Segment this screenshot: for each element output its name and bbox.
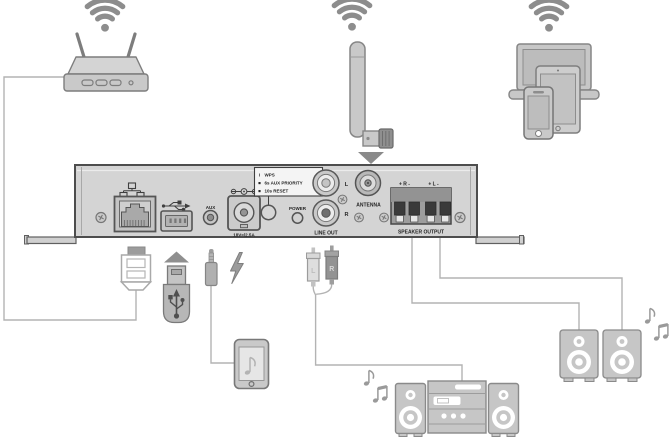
ethernet-plug-icon [119, 246, 153, 291]
phone-speaker [533, 91, 544, 94]
rca-plug-right: R [324, 245, 339, 285]
amplifier-panel: AUX 18V=/2.5A I WPS ■ 6s AUX PRIORITY [24, 164, 525, 245]
phone-home-button [535, 130, 542, 137]
wifi-icon [334, 0, 369, 31]
router-icon [63, 32, 149, 92]
screw-icon [95, 211, 107, 224]
mounting-flange-left [26, 236, 77, 245]
stereo-button [450, 413, 457, 419]
terminal-right-label: + R - [399, 182, 410, 188]
antenna-connector [354, 169, 382, 197]
rca-cable-curve-left [312, 286, 317, 296]
screw-icon [379, 212, 389, 223]
down-arrow-icon [358, 152, 384, 164]
terminal-left-label: + L - [428, 182, 439, 188]
music-note-icon [244, 356, 256, 375]
line-out-right-jack [312, 199, 340, 227]
button-row-text: WPS [265, 173, 275, 178]
antenna-label: ANTENNA [356, 203, 381, 209]
wifi-icon [87, 0, 122, 32]
line-out-left-label: L [345, 182, 349, 188]
usb-symbol-icon [168, 289, 185, 319]
power-led-label: POWER [289, 206, 307, 211]
rca-cable [314, 294, 463, 382]
usb-port [160, 210, 193, 232]
wps-reset-button [260, 204, 277, 221]
music-notes-icon [361, 368, 390, 405]
rca-cable-curve-right [316, 284, 333, 295]
line-out-label: LINE OUT [314, 231, 337, 237]
speaker-output-label: SPEAKER OUTPUT [398, 230, 444, 236]
router-antenna-right [126, 32, 137, 59]
music-notes-icon [642, 306, 671, 343]
speaker-wire-right [439, 238, 623, 331]
dc-input-jack [227, 195, 261, 231]
button-row-symbol: I [259, 173, 260, 178]
line-out-left-jack [312, 169, 340, 197]
terminal-sockets [394, 201, 451, 223]
music-phone-icon [233, 338, 270, 390]
dc-polarity-icon [230, 188, 258, 195]
client-devices-group [508, 43, 600, 140]
button-info-box: I WPS ■ 6s AUX PRIORITY ■ 10s RESET [253, 166, 324, 206]
speaker-terminal-block [390, 187, 452, 225]
ethernet-cable [3, 76, 137, 321]
phone-home-button [248, 381, 255, 388]
usb-drive-icon [162, 251, 191, 324]
router-antenna-left [75, 32, 86, 59]
rca-plug-left: L [306, 247, 321, 287]
power-led [291, 212, 304, 224]
screw-icon [454, 211, 466, 224]
cables-group [3, 76, 623, 382]
rca-right-label: R [329, 266, 334, 273]
tablet-camera [557, 69, 559, 72]
bookshelf-speaker-right [602, 329, 642, 383]
tablet-home-button [555, 125, 561, 132]
button-row-symbol: ■ [258, 189, 261, 194]
line-out-right-label: R [344, 212, 348, 218]
stereo-system-icon [394, 380, 520, 437]
screw-icon [337, 194, 348, 205]
speaker-wire-left [411, 238, 580, 331]
dc-input-label: 18V=/2.5A [233, 233, 255, 238]
aux-cable [210, 285, 235, 364]
wifi-icon [531, 0, 566, 32]
aux-label: AUX [206, 205, 216, 210]
ethernet-network-icon [119, 182, 145, 199]
aux-jack [202, 209, 219, 226]
screw-icon [354, 212, 364, 223]
bookshelf-speaker-left [559, 329, 599, 383]
antenna-icon [349, 41, 394, 149]
button-row-symbol: ■ [258, 181, 261, 186]
cd-slot [455, 384, 481, 390]
button-row-text: 10s RESET [265, 189, 289, 194]
power-bolt-icon [230, 252, 244, 284]
up-arrow-icon [164, 251, 189, 263]
mounting-flange-right [475, 236, 525, 245]
smartphone-icon [523, 86, 554, 140]
stereo-button [460, 413, 466, 419]
aux-plug-icon [204, 249, 218, 287]
button-row-text: 6s AUX PRIORITY [265, 181, 303, 186]
ethernet-port [113, 195, 157, 233]
rca-left-label: L [311, 268, 316, 275]
usb-symbol-icon [161, 200, 191, 212]
stereo-button [441, 413, 447, 419]
